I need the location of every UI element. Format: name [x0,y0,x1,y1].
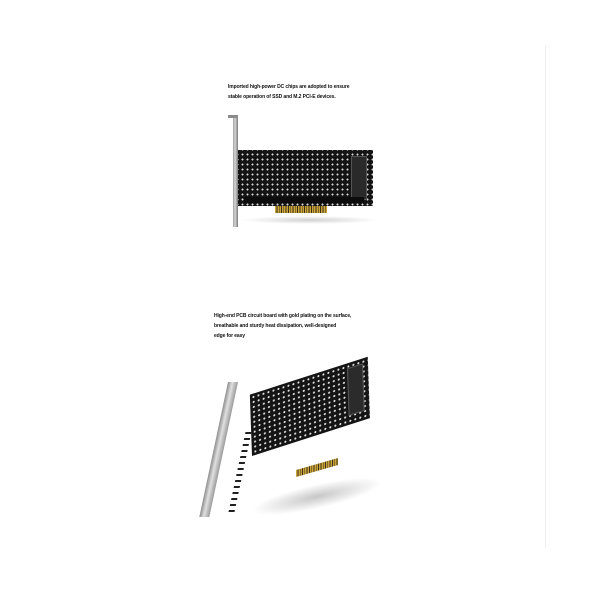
caption-line: Imported high-power DC chips are adopted… [228,84,350,90]
bracket-tab [228,115,238,118]
caption-feature-1: Imported high-power DC chips are adopted… [228,82,378,102]
m2-slot [346,363,365,416]
circuit-board [249,356,370,456]
gold-pcie-contacts [275,206,327,213]
nvme-pcie-adapter-card-front-icon [225,112,385,232]
circuit-board [238,150,373,206]
caption-feature-2: High-end PCB circuit board with gold pla… [214,311,374,341]
gold-pcie-contacts [296,457,338,478]
bracket-vents [228,432,252,512]
caption-line: edge for easy [214,333,245,339]
caption-line: breathable and sturdy heat dissipation, … [214,323,337,329]
chip-strip [244,197,364,203]
page-border-line [545,45,546,548]
nvme-pcie-adapter-card-angled-icon [199,356,392,532]
caption-line: High-end PCB circuit board with gold pla… [214,313,352,319]
m2-slot [351,156,367,200]
caption-line: stable operation of SSD and M.2 PCI-E de… [228,94,336,100]
drop-shadow [240,216,380,224]
drop-shadow [252,470,382,523]
metal-bracket [233,115,238,227]
